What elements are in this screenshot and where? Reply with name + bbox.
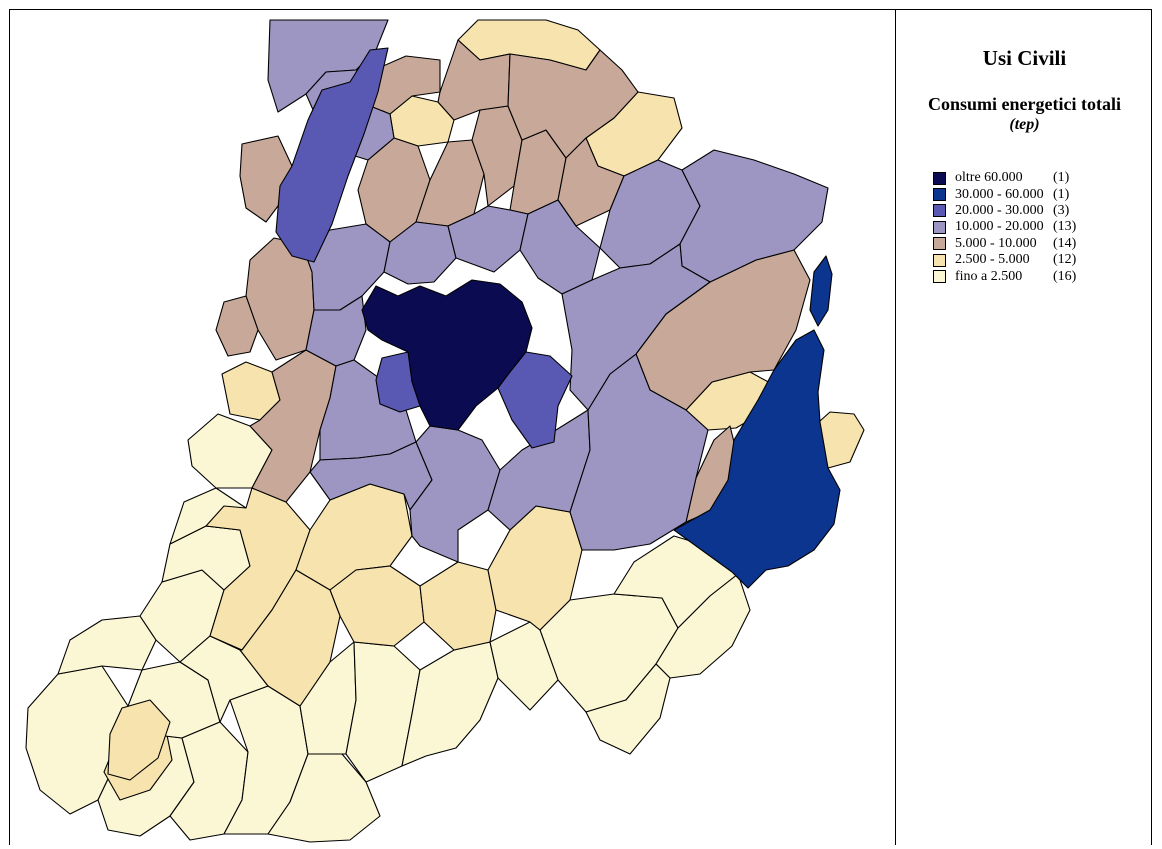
municipality-r5[interactable] (497, 351, 573, 449)
municipality-r2-strip[interactable] (809, 255, 833, 327)
choropleth-map (10, 10, 894, 845)
municipality-r12[interactable] (305, 295, 367, 367)
municipality-r53[interactable] (401, 641, 499, 767)
legend-divider (895, 9, 896, 845)
legend-item: 2.500 - 5.000 (12) (933, 252, 1076, 268)
legend-title: Usi Civili (982, 46, 1067, 70)
legend-count: (12) (1053, 252, 1077, 268)
legend-item: 5.000 - 10.000 (14) (933, 236, 1076, 252)
legend-item: oltre 60.000 (1) (933, 170, 1076, 186)
municipality-r2[interactable] (673, 329, 841, 589)
municipality-r29[interactable] (557, 137, 625, 227)
legend-count: (3) (1053, 202, 1070, 218)
map-svg (25, 19, 865, 843)
legend-range: fino a 2.500 (955, 268, 1023, 284)
municipality-r15[interactable] (409, 425, 501, 563)
legend-count: (1) (1053, 186, 1070, 202)
legend-panel: Usi Civili Consumi energetici totali (te… (897, 10, 1152, 845)
municipality-r37[interactable] (419, 561, 497, 651)
legend-count: (16) (1053, 268, 1077, 284)
municipality-r54[interactable] (57, 615, 157, 675)
legend-range: 20.000 - 30.000 (955, 202, 1044, 218)
legend-swatch (933, 171, 946, 185)
figure-frame (9, 9, 1152, 845)
municipality-r4[interactable] (375, 351, 421, 413)
legend-range: 10.000 - 20.000 (955, 219, 1044, 235)
legend-items: oltre 60.000 (1) 30.000 - 60.000 (1) 20.… (933, 170, 1076, 285)
municipality-r18[interactable] (561, 243, 711, 411)
legend-swatch (933, 220, 946, 234)
legend-swatch (933, 253, 946, 267)
municipality-r6[interactable] (301, 223, 391, 311)
municipality-r17[interactable] (569, 353, 709, 551)
legend-unit: (tep) (1009, 116, 1040, 133)
legend-count: (14) (1053, 235, 1077, 251)
legend-range: 2.500 - 5.000 (955, 252, 1030, 268)
legend-range: 30.000 - 60.000 (955, 186, 1044, 202)
municipality-r34[interactable] (107, 699, 171, 781)
legend-count: (13) (1053, 219, 1077, 235)
legend-item: fino a 2.500 (16) (933, 268, 1076, 284)
legend-range: 5.000 - 10.000 (955, 235, 1037, 251)
municipality-r47-east[interactable] (585, 663, 671, 755)
municipality-r3[interactable] (275, 47, 389, 263)
legend-swatch (933, 204, 946, 218)
legend-item: 30.000 - 60.000 (1) (933, 186, 1076, 202)
legend-item: 10.000 - 20.000 (13) (933, 219, 1076, 235)
legend-range: oltre 60.000 (955, 170, 1023, 186)
municipality-r28[interactable] (507, 49, 639, 159)
legend-swatch (933, 237, 946, 251)
municipality-r39[interactable] (239, 569, 341, 707)
legend-subtitle: Consumi energetici totali (928, 94, 1121, 114)
legend-swatch (933, 270, 946, 284)
legend-swatch (933, 188, 946, 202)
legend-count: (1) (1053, 170, 1070, 186)
legend-item: 20.000 - 30.000 (3) (933, 203, 1076, 219)
municipality-r21[interactable] (215, 295, 259, 357)
